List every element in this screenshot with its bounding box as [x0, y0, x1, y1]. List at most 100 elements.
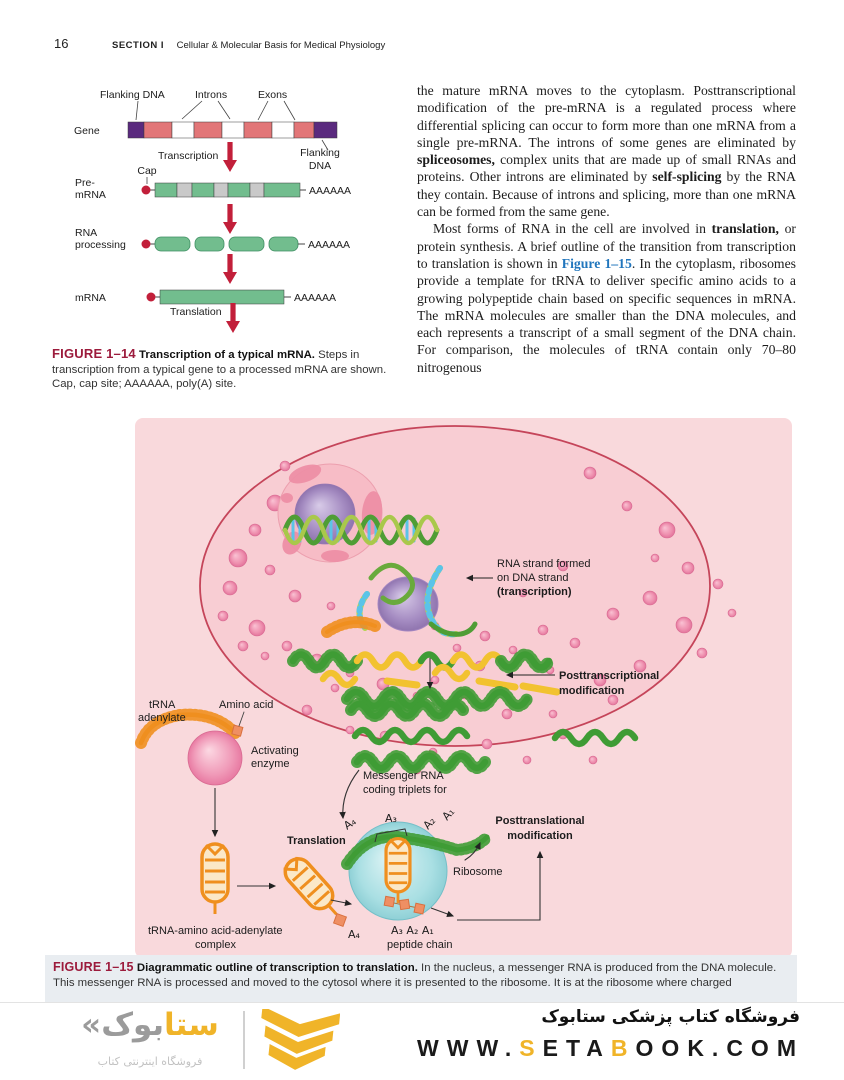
figure-1-14-caption: FIGURE 1–14 Transcription of a typical m… — [52, 346, 394, 392]
activating-enzyme-label-2: enzyme — [251, 758, 290, 770]
transcription-label: Transcription — [158, 150, 218, 162]
pre-mrna-strands — [287, 648, 561, 712]
figure-1-14-title: Transcription of a typical mRNA. — [135, 349, 315, 361]
cap-label: Cap — [137, 165, 156, 177]
url-part-accent: B — [610, 1035, 636, 1061]
p2-text: . In the cytoplasm, ribosomes provide a … — [417, 255, 796, 375]
p1-bold-self-splicing: self-splicing — [652, 169, 722, 185]
logo-subtitle: فروشگاه اینترنتی کتاب — [97, 1055, 203, 1068]
logo-guillemet: « — [81, 1007, 102, 1043]
mature-mrna-bar — [159, 289, 285, 305]
figure-1-15-title: Diagrammatic outline of transcription to… — [133, 962, 418, 974]
p1-text: complex units that are made up of small … — [417, 152, 796, 185]
trna-complex-label-1: tRNA-amino acid-adenylate — [148, 925, 283, 937]
paragraph-1: the mature mRNA moves to the cytoplasm. … — [417, 82, 796, 220]
translation-arrow — [226, 303, 240, 333]
processed-segments — [154, 236, 299, 252]
watermark-footer: « بوک ستا فروشگاه اینترنتی کتاب فروشگاه … — [0, 1002, 844, 1080]
translation-label: Translation — [170, 306, 222, 318]
p2-bold-translation: translation, — [711, 221, 779, 237]
gene-label: Gene — [74, 125, 100, 137]
rna-processing-label-2: processing — [75, 239, 126, 251]
peptide-chain-squares — [383, 895, 426, 915]
pre-mrna-label-2: mRNA — [75, 189, 106, 201]
cap-site-dot-3 — [146, 292, 156, 302]
amino-acid-a4-square — [332, 912, 348, 928]
gene-bar — [127, 121, 338, 139]
setabook-url[interactable]: WWW.SETABOOK.COM — [384, 1035, 804, 1062]
store-title: فروشگاه کتاب پزشکی ستابوک — [541, 1007, 800, 1027]
url-part-accent: S — [519, 1035, 543, 1061]
rna-processing-label-1: RNA — [75, 227, 97, 239]
section-label: SECTION I — [112, 40, 165, 51]
url-part: ETA — [542, 1035, 611, 1061]
cap-site-dot — [141, 185, 151, 195]
p2-text: or protein synthesis. A brief outline of… — [417, 221, 796, 271]
amino-acid-label: Amino acid — [219, 699, 273, 711]
posttranslational-label-2: modification — [507, 830, 573, 842]
dna-double-helix — [282, 514, 440, 546]
processing-arrow — [223, 204, 237, 234]
p1-text: the mature mRNA moves to the cytoplasm. … — [417, 83, 796, 150]
pre-mrna-label-1: Pre- — [75, 177, 95, 189]
introns-label: Introns — [195, 89, 227, 101]
a4-amino-label: A₄ — [348, 928, 361, 941]
section-title: Cellular & Molecular Basis for Medical P… — [176, 40, 386, 51]
p2-text: Most forms of RNA in the cell are involv… — [433, 221, 712, 237]
posttranscriptional-label-2: modification — [559, 685, 625, 697]
pre-mrna-bar — [154, 182, 301, 198]
flanking-right-label-2: DNA — [309, 160, 331, 172]
trna-complex-label-2: complex — [195, 939, 236, 951]
poly-a-label-1: AAAAAA — [309, 185, 351, 197]
logo-divider — [243, 1011, 245, 1069]
posttranscriptional-label-1: Posttranscriptional — [559, 670, 659, 682]
transcription-arrow — [223, 142, 237, 172]
trna-adenylate-label-1: tRNA — [149, 699, 176, 711]
amino-acid-square — [231, 724, 244, 737]
exons-label: Exons — [258, 89, 287, 101]
url-part: WWW. — [417, 1035, 520, 1061]
trna-adenylate-label-2: adenylate — [138, 712, 186, 724]
paragraph-2: Most forms of RNA in the cell are involv… — [417, 220, 796, 376]
splicing-arrow — [223, 254, 237, 284]
chevron-emblem-icon — [261, 1009, 340, 1070]
rna-transcription-complex — [321, 562, 478, 638]
logo-word-gray-part: بوک — [101, 1007, 165, 1043]
codon-bracket — [374, 828, 408, 843]
figure-1-14-diagram: Flanking DNA Introns Exons Gene Transcri… — [74, 89, 351, 333]
figure-1-15-caption: FIGURE 1–15 Diagrammatic outline of tran… — [45, 955, 797, 1002]
leader-lines — [135, 100, 329, 184]
cytoplasmic-mrna-strands — [345, 698, 639, 774]
body-text-column: the mature mRNA moves to the cytoplasm. … — [417, 82, 796, 376]
peptide-sequence-label: A₃ A₂ A₁ — [391, 924, 434, 937]
cap-site-dot-2 — [141, 239, 151, 249]
p1-text: by the RNA they contain. Because of intr… — [417, 169, 796, 220]
activating-enzyme-sphere — [187, 730, 243, 786]
activating-enzyme-label-1: Activating — [251, 745, 299, 757]
flanking-right-label-1: Flanking — [300, 147, 340, 159]
logo-word-yellow-part: ستا — [164, 1007, 219, 1043]
page-number: 16 — [54, 36, 69, 51]
rna-strand-label-2: on DNA strand — [497, 572, 569, 584]
a3-codon-label: A₃ — [385, 812, 397, 825]
figure-1-15-body: In the nucleus, a messenger RNA is produ… — [53, 962, 777, 989]
setabook-logo-wordmark[interactable]: « بوک ستا — [62, 1007, 238, 1043]
ribosome-label: Ribosome — [453, 866, 503, 878]
figure-1-15-reference[interactable]: Figure 1–15 — [561, 255, 632, 271]
p1-bold-spliceosomes: spliceosomes, — [417, 152, 495, 168]
figure-1-14-body: Steps in transcription from a typical ge… — [52, 349, 387, 391]
figure-1-15-label: FIGURE 1–15 — [53, 960, 134, 974]
poly-a-label-3: AAAAAA — [294, 292, 336, 304]
messenger-rna-label-1: Messenger RNA — [363, 770, 444, 782]
mrna-label: mRNA — [75, 292, 106, 304]
translation-label: Translation — [287, 835, 346, 847]
flanking-dna-label: Flanking DNA — [100, 89, 165, 101]
trna-adenylate-group — [135, 708, 245, 786]
section-header: SECTION I Cellular & Molecular Basis for… — [112, 40, 385, 51]
rna-strand-label-1: RNA strand formed — [497, 558, 591, 570]
posttranslational-label-1: Posttranslational — [495, 815, 584, 827]
figure-1-14-label: FIGURE 1–14 — [52, 346, 136, 361]
peptide-chain-label: peptide chain — [387, 939, 452, 951]
figure-1-15-illustration: RNA strand formed on DNA strand (transcr… — [135, 418, 792, 958]
